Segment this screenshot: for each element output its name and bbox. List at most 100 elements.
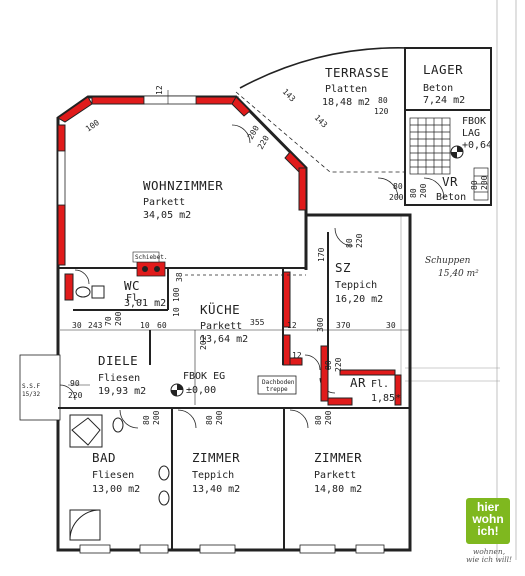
level-lag-line1: FBOK bbox=[462, 116, 486, 127]
wc-floor: Fl. bbox=[126, 293, 144, 304]
interior-walls bbox=[58, 232, 410, 550]
dim-label: 90 bbox=[70, 379, 80, 388]
level-marker-lag bbox=[450, 145, 464, 159]
lager-walls bbox=[404, 47, 492, 206]
dim-label: 200 bbox=[215, 410, 224, 425]
zimmer1-name: ZIMMER bbox=[192, 450, 240, 465]
dim-label: 30 bbox=[386, 321, 396, 330]
dimension-lines bbox=[60, 90, 410, 405]
wc-name: WC bbox=[124, 278, 140, 293]
terrace-arc bbox=[239, 47, 411, 89]
dim-label: 80 bbox=[314, 415, 323, 425]
dim-label: 12 bbox=[292, 351, 302, 360]
sliding-door-label: Schiebet. bbox=[135, 254, 168, 261]
schuppen-label: Schuppen bbox=[425, 256, 471, 266]
lager-area: 7,24 m2 bbox=[423, 95, 465, 106]
stairs bbox=[409, 117, 489, 201]
dim-label: 220 bbox=[256, 134, 271, 151]
attic-stairs-label2: treppe bbox=[266, 386, 288, 393]
brand-logo: hier wohn ich! bbox=[466, 498, 510, 544]
level-lag-line2: LAG bbox=[462, 128, 480, 139]
dim-label: 220 bbox=[334, 357, 343, 372]
ar-name: AR bbox=[350, 375, 366, 390]
vr-name: VR bbox=[442, 174, 458, 189]
level-eg-line2: ±0,00 bbox=[186, 385, 216, 396]
ar-floor: Fl. bbox=[371, 379, 389, 390]
dashed-lines bbox=[185, 267, 306, 276]
dim-label: 70 bbox=[104, 316, 113, 326]
attic-stairs-box bbox=[257, 375, 297, 395]
dim-label: 220 bbox=[355, 233, 364, 248]
diele-floor: Fliesen bbox=[98, 373, 140, 384]
brand-slogan: wohnen, wie ich will! bbox=[456, 548, 522, 564]
wohnzimmer-name: WOHNZIMMER bbox=[143, 178, 223, 193]
kueche-floor: Parkett bbox=[200, 321, 242, 332]
dim-label: 143 bbox=[281, 87, 298, 104]
dim-label: 80 bbox=[378, 96, 388, 105]
dim-label: 243 bbox=[88, 321, 103, 330]
dim-label: 80 bbox=[470, 180, 479, 190]
level-marker-eg bbox=[170, 383, 184, 397]
terrasse-name: TERRASSE bbox=[325, 65, 389, 80]
sliding-door-box bbox=[132, 251, 160, 263]
bad-area: 13,00 m2 bbox=[92, 484, 140, 495]
dim-label: 10 bbox=[140, 321, 150, 330]
zimmer2-name: ZIMMER bbox=[314, 450, 362, 465]
wohnzimmer-floor: Parkett bbox=[143, 197, 185, 208]
dim-label: 200 bbox=[324, 410, 333, 425]
dim-label: 100 bbox=[84, 118, 101, 134]
dim-label: 220 bbox=[68, 391, 83, 400]
zimmer2-area: 14,80 m2 bbox=[314, 484, 362, 495]
dim-label: 200 bbox=[419, 183, 428, 198]
dim-label: 200 bbox=[152, 410, 161, 425]
zimmer2-floor: Parkett bbox=[314, 470, 356, 481]
terrasse-area: 18,48 m2 bbox=[322, 97, 370, 108]
dim-label: 100 bbox=[172, 287, 181, 302]
bad-name: BAD bbox=[92, 450, 116, 465]
dim-label: 202 bbox=[199, 335, 208, 350]
dim-label: 12 bbox=[287, 321, 297, 330]
brand-slogan-line2: wie ich will! bbox=[465, 555, 513, 564]
dim-label: 300 bbox=[316, 317, 325, 332]
sz-floor: Teppich bbox=[335, 280, 377, 291]
dim-label: 80 bbox=[205, 415, 214, 425]
attic-stairs-label: Dachboden bbox=[262, 379, 295, 386]
brand-line2: wohn bbox=[472, 512, 504, 526]
dim-label: 200 bbox=[114, 311, 123, 326]
brand-logo-text: hier wohn ich! bbox=[466, 501, 510, 537]
dim-label: 60 bbox=[157, 321, 167, 330]
dim-label: 38 bbox=[175, 272, 184, 282]
level-eg-line1: FBOK EG bbox=[183, 371, 225, 382]
dim-label: 170 bbox=[317, 247, 326, 262]
vr-floor: Beton bbox=[436, 192, 466, 203]
dim-label: 120 bbox=[374, 107, 389, 116]
terrasse-floor: Platten bbox=[325, 84, 367, 95]
dim-label: 80 bbox=[393, 182, 403, 191]
dim-label: 200 bbox=[389, 193, 404, 202]
door-arcs bbox=[59, 124, 445, 429]
ssf-label: S.S.F bbox=[22, 383, 40, 390]
brand-slogan-line1: wohnen, bbox=[472, 547, 506, 556]
dim-label: 143 bbox=[313, 113, 330, 130]
dim-label: 10 bbox=[172, 307, 181, 317]
dim-label: 80 bbox=[409, 188, 418, 198]
dim-label: 80 bbox=[345, 238, 354, 248]
brand-line1: hier bbox=[476, 500, 499, 514]
dim-label: 80 bbox=[324, 360, 333, 370]
zimmer1-area: 13,40 m2 bbox=[192, 484, 240, 495]
fixtures bbox=[69, 285, 170, 541]
diele-name: DIELE bbox=[98, 353, 138, 368]
bad-floor: Fliesen bbox=[92, 470, 134, 481]
dim-label: 12 bbox=[155, 85, 164, 95]
kueche-area: 13,64 m2 bbox=[200, 334, 248, 345]
brand-line3: ich! bbox=[477, 524, 499, 538]
sz-name: SZ bbox=[335, 260, 351, 275]
sz-area: 16,20 m2 bbox=[335, 294, 383, 305]
windows bbox=[19, 95, 385, 554]
dim-label: 355 bbox=[250, 318, 265, 327]
wohnzimmer-area: 34,05 m2 bbox=[143, 210, 191, 221]
ssf-label2: 15/32 bbox=[22, 391, 40, 398]
dim-label: 370 bbox=[336, 321, 351, 330]
dim-label: 80 bbox=[142, 415, 151, 425]
